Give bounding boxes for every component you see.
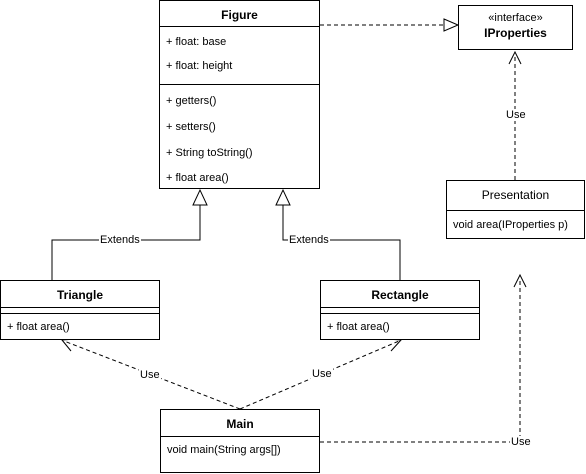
class-divider (161, 436, 319, 437)
class-main-title: Main (226, 417, 254, 431)
edge-rectangle-extends-figure (282, 205, 401, 280)
class-divider (1, 307, 159, 308)
attribute-base: + float: base (166, 36, 227, 48)
class-main[interactable]: Main void main(String args[]) (160, 409, 320, 473)
class-figure[interactable]: Figure + float: base + float: height + g… (159, 0, 320, 189)
edge-label-main-rectangle-use: Use (311, 368, 333, 380)
method-main: void main(String args[]) (167, 444, 281, 456)
edge-label-main-presentation-use: Use (510, 436, 532, 448)
class-presentation-title: Presentation (481, 188, 550, 202)
method-setters: + setters() (166, 121, 216, 133)
use-arrowhead (513, 273, 527, 288)
class-divider (1, 313, 159, 314)
method-tostring: + String toString() (166, 147, 253, 159)
class-rectangle[interactable]: Rectangle + float area() (320, 280, 480, 340)
edge-label-triangle-extends: Extends (99, 234, 141, 246)
class-triangle[interactable]: Triangle + float area() (0, 280, 160, 340)
attribute-height: + float: height (166, 60, 233, 72)
class-divider (160, 84, 319, 85)
interface-stereotype: «interface» (488, 12, 543, 24)
class-divider (321, 307, 479, 308)
class-figure-title: Figure (221, 8, 258, 22)
class-triangle-title: Triangle (56, 288, 103, 302)
class-divider (160, 26, 319, 27)
class-rectangle-title: Rectangle (371, 288, 429, 302)
edge-label-rectangle-extends: Extends (288, 234, 330, 246)
generalization-arrowhead (192, 188, 208, 206)
method-area: void area(IProperties p) (453, 219, 568, 231)
interface-iproperties[interactable]: «interface» IProperties (458, 5, 573, 50)
class-divider (321, 313, 479, 314)
class-divider (447, 210, 584, 211)
method-area: + float area() (7, 321, 70, 333)
method-area: + float area() (327, 321, 390, 333)
method-area: + float area() (166, 172, 229, 184)
generalization-arrowhead (275, 188, 291, 206)
use-arrowhead (508, 50, 522, 65)
edge-label-presentation-use: Use (505, 109, 527, 121)
interface-iproperties-title: IProperties (484, 26, 547, 40)
method-getters: + getters() (166, 95, 217, 107)
realization-arrowhead (443, 18, 460, 32)
edge-label-main-triangle-use: Use (139, 369, 161, 381)
class-presentation[interactable]: Presentation void area(IProperties p) (446, 180, 585, 239)
